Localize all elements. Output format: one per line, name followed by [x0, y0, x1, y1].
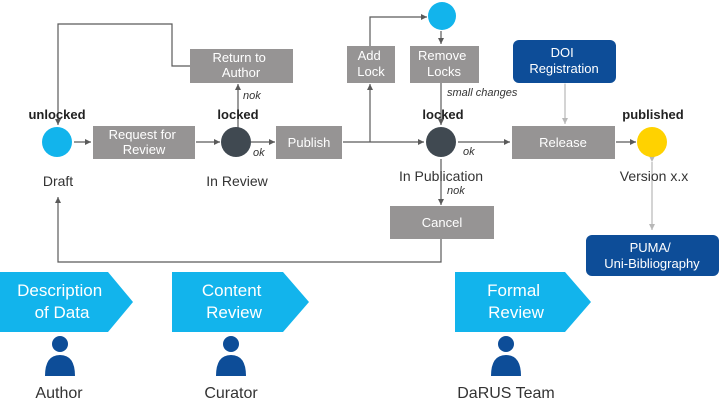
svg-text:Return to Author: Return to Author: [212, 50, 269, 80]
lock-node[interactable]: [428, 2, 456, 30]
return-author-line2: Author: [222, 65, 261, 80]
service-links: [562, 78, 655, 230]
publication-label: In Publication: [399, 168, 483, 184]
release-box[interactable]: Release: [512, 126, 615, 159]
puma-line2: Uni-Bibliography: [604, 256, 700, 271]
request-review-line1: Request for: [109, 127, 177, 142]
release-label: Release: [539, 135, 587, 150]
add-lock-box[interactable]: Add Lock: [347, 46, 395, 83]
phase-author: Description of Data: [0, 272, 133, 332]
publish-box[interactable]: Publish: [276, 126, 342, 159]
version-node[interactable]: [637, 127, 667, 157]
return-author-line1: Return to: [212, 50, 265, 65]
review-status: locked: [217, 107, 258, 122]
svg-text:Content Review: Content Review: [202, 281, 266, 322]
curator-person-icon: [216, 336, 246, 376]
phase-curator: Content Review: [172, 272, 309, 332]
svg-text:PUMA/ Uni-Bibliography: PUMA/ Uni-Bibliography: [604, 240, 700, 271]
phase-curator-line2: Review: [206, 303, 262, 322]
cancel-box[interactable]: Cancel: [390, 206, 494, 239]
remove-locks-box[interactable]: Remove Locks: [410, 46, 479, 83]
phase-author-line2: of Data: [35, 303, 90, 322]
remove-locks-line1: Remove: [418, 48, 466, 63]
svg-text:Remove Locks: Remove Locks: [418, 48, 470, 79]
publication-node[interactable]: [426, 127, 456, 157]
draft-node[interactable]: [42, 127, 72, 157]
small-changes-label: small changes: [447, 87, 518, 99]
author-person-icon: [45, 336, 75, 376]
review-ok-label: ok: [253, 147, 265, 159]
doi-line1: DOI: [551, 45, 574, 60]
puma-box[interactable]: PUMA/ Uni-Bibliography: [586, 235, 719, 276]
publication-status: locked: [422, 107, 463, 122]
request-review-box[interactable]: Request for Review: [93, 126, 195, 159]
role-curator: Curator: [204, 385, 258, 402]
puma-line1: PUMA/: [630, 240, 672, 255]
role-darus: DaRUS Team: [457, 385, 555, 402]
doi-registration-box[interactable]: DOI Registration: [513, 40, 616, 83]
cancel-label: Cancel: [422, 215, 463, 230]
review-nok-label: nok: [243, 90, 261, 102]
doi-line2: Registration: [529, 61, 598, 76]
svg-text:Formal Review: Formal Review: [487, 281, 545, 322]
role-author: Author: [35, 385, 83, 402]
draft-status: unlocked: [28, 107, 85, 122]
edge-addlock-circle: [369, 14, 427, 46]
phase-darus: Formal Review: [455, 272, 591, 332]
darus-person-icon: [491, 336, 521, 376]
svg-text:DOI Registration: DOI Registration: [529, 45, 598, 76]
svg-text:Add Lock: Add Lock: [357, 48, 385, 79]
publication-ok-label: ok: [463, 146, 475, 158]
return-author-box[interactable]: Return to Author: [190, 49, 293, 83]
publication-nok-label: nok: [447, 185, 465, 197]
edge-return-draft: [55, 23, 190, 125]
phase-author-line1: Description: [17, 281, 102, 300]
edge-cancel-draft: [55, 197, 442, 263]
remove-locks-line2: Locks: [427, 64, 461, 79]
phase-curator-line1: Content: [202, 281, 262, 300]
version-label: Version x.x: [620, 168, 688, 184]
svg-text:Description of Data: Description of Data: [17, 281, 107, 322]
request-review-line2: Review: [123, 142, 166, 157]
publish-label: Publish: [288, 135, 331, 150]
phase-darus-line1: Formal: [487, 281, 540, 300]
review-label: In Review: [206, 173, 268, 189]
phase-darus-line2: Review: [488, 303, 544, 322]
review-node[interactable]: [221, 127, 251, 157]
svg-text:Request for Review: Request for Review: [109, 127, 180, 157]
add-lock-line1: Add: [358, 48, 381, 63]
draft-label: Draft: [43, 173, 73, 189]
version-status: published: [622, 107, 683, 122]
connectors: [55, 14, 636, 263]
add-lock-line2: Lock: [357, 64, 385, 79]
